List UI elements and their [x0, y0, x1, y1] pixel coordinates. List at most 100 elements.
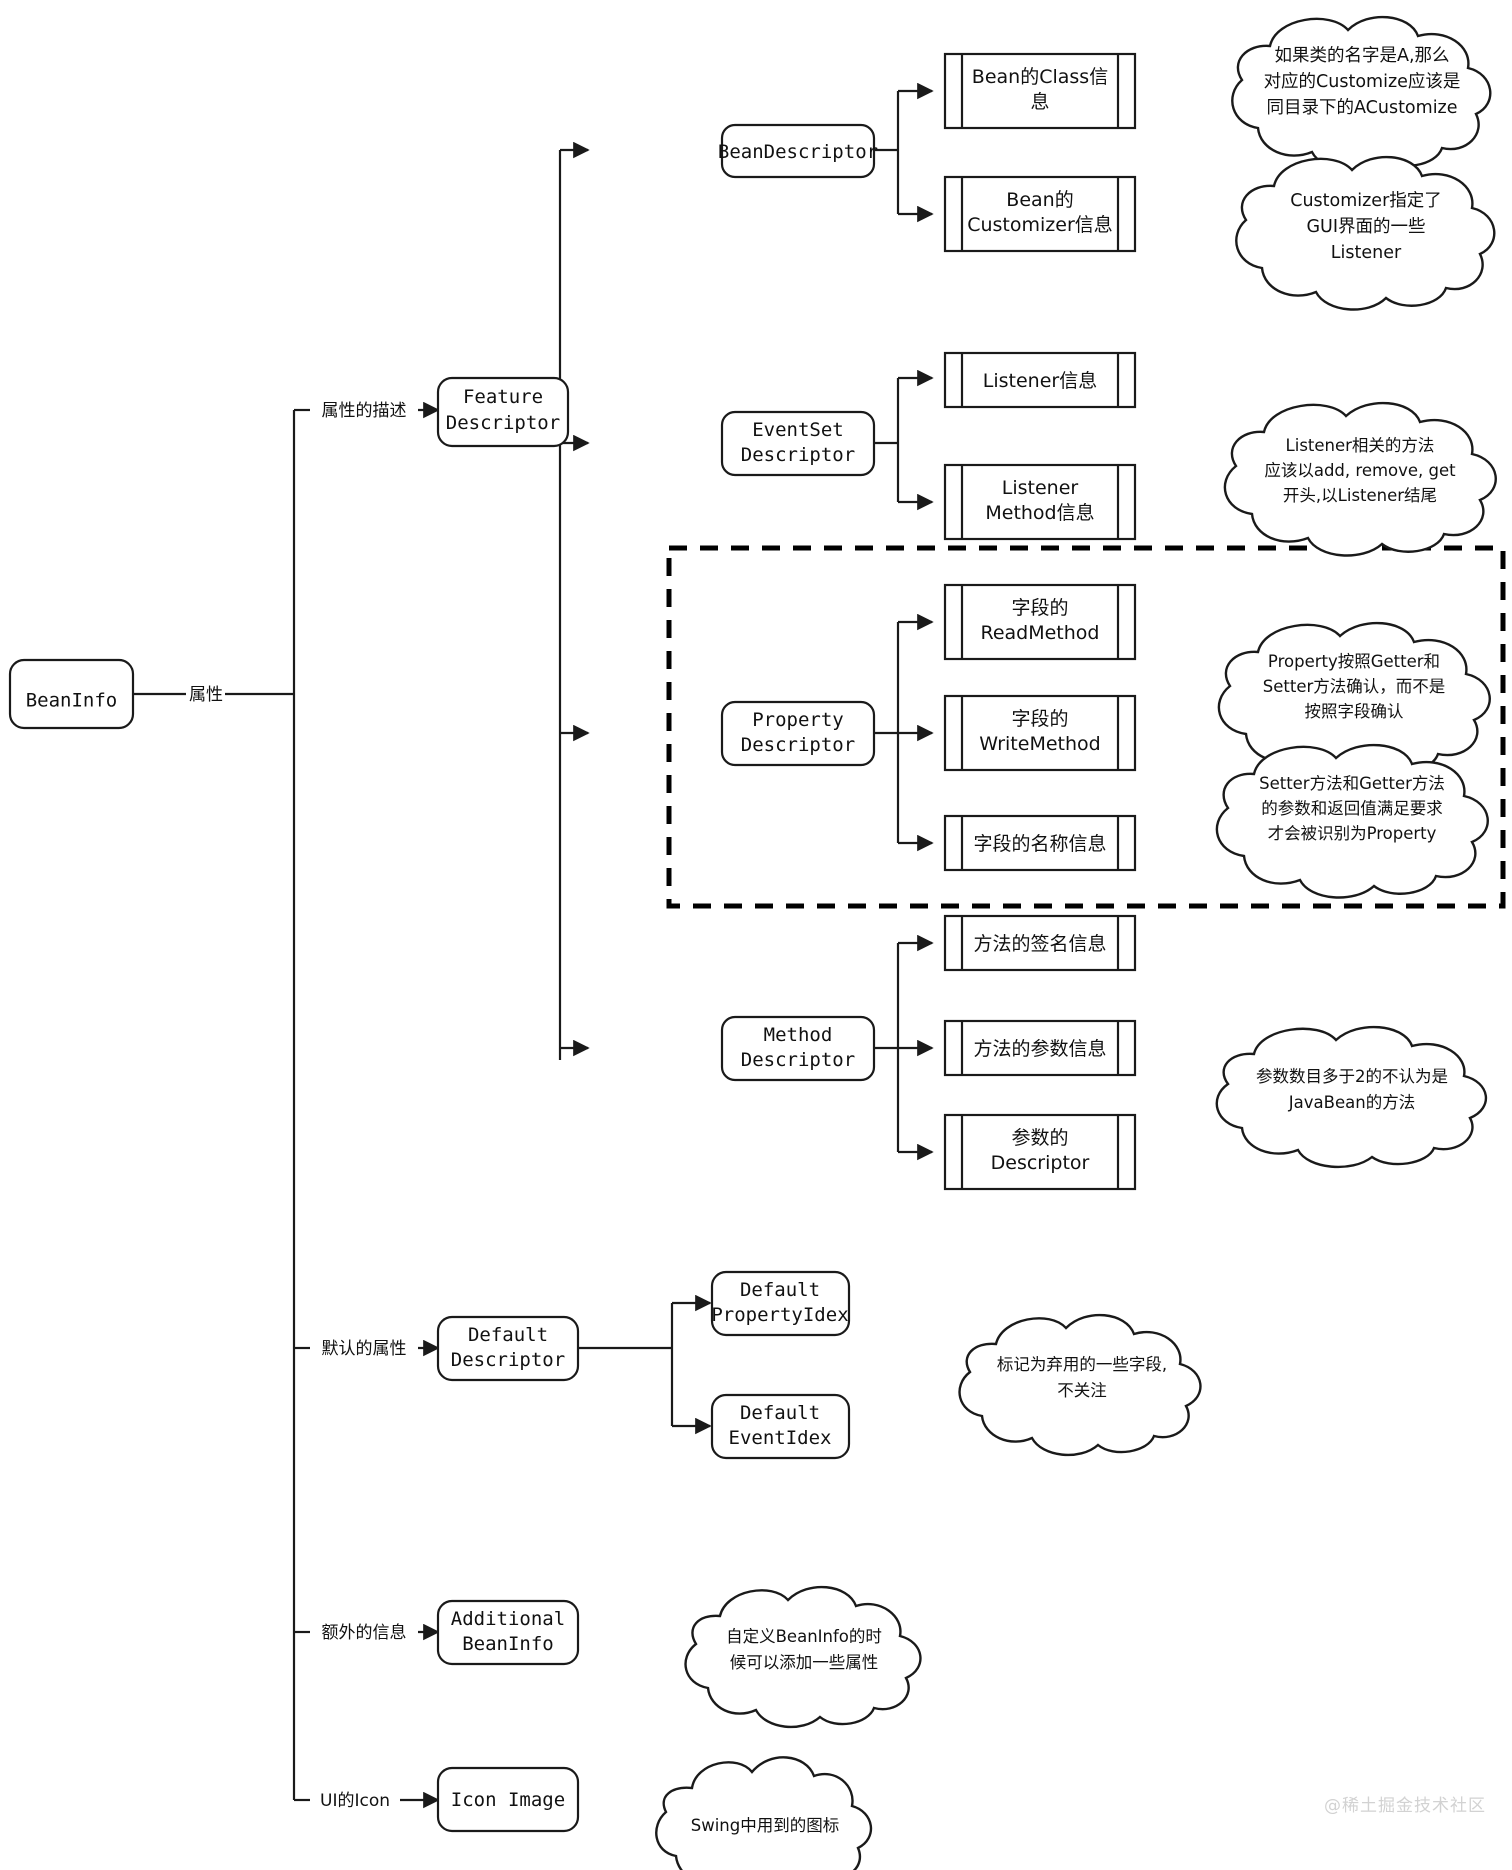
cloud-property-getter-setter-shape	[1217, 621, 1491, 777]
leaf-listener-method-info-shape	[943, 463, 1137, 541]
cloud-customizer-gui: Customizer指定了 GUI界面的一些 Listener	[1235, 155, 1496, 311]
node-default-descriptor[interactable]: Default Descriptor	[436, 1315, 580, 1382]
leaf-bean-class-info-shape	[943, 52, 1137, 130]
cloud-property-recognition-line-1: Setter方法和Getter方法	[1259, 774, 1445, 793]
leaf-listener-method-info[interactable]: Listener Method信息	[943, 463, 1137, 541]
leaf-field-name-info[interactable]: 字段的名称信息	[943, 814, 1137, 872]
leaf-listener-info[interactable]: Listener信息	[943, 351, 1137, 409]
cloud-customize-naming: 如果类的名字是A,那么 对应的Customize应该是 同目录下的ACustom…	[1231, 15, 1492, 171]
leaf-field-name-info-shape	[943, 814, 1137, 872]
node-property-descriptor[interactable]: Property Descriptor	[720, 700, 876, 767]
node-feature-descriptor-label-1: Feature	[463, 386, 543, 408]
cloud-javabean-param-limit-line-1: 参数数目多于2的不认为是	[1256, 1067, 1448, 1086]
cloud-swing-icons-shape	[655, 1756, 873, 1870]
leaf-param-descriptor[interactable]: 参数的 Descriptor	[943, 1113, 1137, 1191]
leaf-field-read-method-shape	[943, 583, 1137, 661]
leaf-field-write-method[interactable]: 字段的 WriteMethod	[943, 694, 1137, 772]
node-method-descriptor[interactable]: Method Descriptor	[720, 1015, 876, 1082]
cloud-swing-icons-label: Swing中用到的图标	[691, 1816, 839, 1835]
cloud-customizer-gui-line-2: GUI界面的一些	[1306, 217, 1425, 237]
edge-label-attribute: 属性	[189, 685, 223, 705]
edge-label-default-attr: 默认的属性	[322, 1339, 407, 1359]
leaf-bean-customizer-info[interactable]: Bean的 Customizer信息	[943, 175, 1137, 253]
nodes-group: BeanInfo Feature Descriptor BeanDescript…	[8, 123, 878, 1833]
leaf-method-param-info-label: 方法的参数信息	[973, 1038, 1106, 1060]
node-beaninfo-root[interactable]: BeanInfo	[8, 658, 135, 730]
node-bean-descriptor-label: BeanDescriptor	[718, 141, 878, 163]
node-eventset-descriptor-label-1: EventSet	[752, 419, 844, 441]
leaf-bean-customizer-info-label-2: Customizer信息	[967, 214, 1113, 236]
leaf-bean-class-info[interactable]: Bean的Class信 息	[943, 52, 1137, 130]
cloud-deprecated-fields-shape	[958, 1313, 1202, 1457]
leaf-listener-method-info-label-1: Listener	[1002, 477, 1079, 499]
node-property-descriptor-label-1: Property	[752, 709, 844, 731]
cloud-swing-icons: Swing中用到的图标	[655, 1756, 873, 1870]
node-default-descriptor-shape	[436, 1315, 580, 1382]
node-property-descriptor-shape	[720, 700, 876, 767]
cloud-listener-naming-shape	[1223, 401, 1497, 557]
leaf-field-write-method-shape	[943, 694, 1137, 772]
leaf-field-read-method-label-2: ReadMethod	[980, 622, 1099, 644]
leaf-method-signature-info-label: 方法的签名信息	[973, 933, 1106, 955]
cloud-deprecated-fields-line-1: 标记为弃用的一些字段,	[997, 1355, 1167, 1374]
node-beaninfo-shape	[8, 658, 135, 730]
node-bean-descriptor-shape	[720, 123, 876, 179]
node-default-property-idex-label-1: Default	[740, 1279, 820, 1301]
cloud-custom-beaninfo-shape	[684, 1585, 922, 1729]
node-default-event-idex[interactable]: Default EventIdex	[710, 1393, 851, 1460]
node-property-descriptor-label-2: Descriptor	[741, 734, 855, 756]
cloud-custom-beaninfo: 自定义BeanInfo的时 候可以添加一些属性	[684, 1585, 922, 1729]
node-bean-descriptor[interactable]: BeanDescriptor	[718, 123, 878, 179]
cloud-custom-beaninfo-line-2: 候可以添加一些属性	[730, 1653, 879, 1672]
edge-label-extra-info: 额外的信息	[322, 1623, 407, 1643]
cloud-property-getter-setter: Property按照Getter和 Setter方法确认，而不是 按照字段确认	[1217, 621, 1491, 777]
cloud-customize-naming-line-3: 同目录下的ACustomize	[1266, 98, 1457, 118]
cloud-property-getter-setter-line-3: 按照字段确认	[1305, 702, 1404, 721]
node-eventset-descriptor[interactable]: EventSet Descriptor	[720, 410, 876, 477]
node-eventset-descriptor-label-2: Descriptor	[741, 444, 855, 466]
edge-label-attribute-desc: 属性的描述	[322, 401, 407, 421]
cloud-customizer-gui-line-1: Customizer指定了	[1290, 191, 1442, 211]
leaf-bean-class-info-label-2: 息	[1030, 91, 1049, 113]
cloud-customizer-gui-shape	[1235, 155, 1496, 311]
leaf-bean-class-info-label-1: Bean的Class信	[972, 66, 1108, 88]
cloud-listener-naming: Listener相关的方法 应该以add, remove, get 开头,以Li…	[1223, 401, 1497, 557]
cloud-javabean-param-limit-shape	[1215, 1025, 1488, 1169]
leaf-method-signature-info-shape	[943, 914, 1137, 972]
cloud-listener-naming-line-3: 开头,以Listener结尾	[1283, 486, 1437, 505]
node-feature-descriptor-label-2: Descriptor	[446, 412, 560, 434]
cloud-listener-naming-line-1: Listener相关的方法	[1286, 436, 1435, 455]
node-method-descriptor-shape	[720, 1015, 876, 1082]
leaf-param-descriptor-label-1: 参数的	[1011, 1127, 1068, 1149]
cloud-property-recognition-line-3: 才会被识别为Property	[1268, 824, 1437, 843]
leaf-boxes-group: Bean的Class信 息 Bean的 Customizer信息 Listene…	[943, 52, 1137, 1191]
property-descriptor-highlight	[666, 545, 1506, 909]
leaf-listener-info-shape	[943, 351, 1137, 409]
cloud-property-recognition-line-2: 的参数和返回值满足要求	[1261, 799, 1443, 818]
leaf-method-signature-info[interactable]: 方法的签名信息	[943, 914, 1137, 972]
node-feature-descriptor-shape	[436, 376, 570, 448]
leaf-field-read-method-label-1: 字段的	[1011, 597, 1068, 619]
leaf-bean-customizer-info-label-1: Bean的	[1006, 189, 1073, 211]
node-additional-beaninfo-shape	[436, 1599, 580, 1666]
edges-group	[133, 82, 934, 1809]
cloud-listener-naming-line-2: 应该以add, remove, get	[1264, 461, 1456, 480]
node-default-property-idex[interactable]: Default PropertyIdex	[710, 1270, 851, 1337]
leaf-method-param-info-shape	[943, 1019, 1137, 1077]
edge-labels-group: 属性 属性的描述 默认的属性 额外的信息 UI的Icon	[189, 401, 407, 1811]
leaf-listener-info-label: Listener信息	[983, 370, 1097, 392]
leaf-param-descriptor-shape	[943, 1113, 1137, 1191]
leaf-field-read-method[interactable]: 字段的 ReadMethod	[943, 583, 1137, 661]
node-default-property-idex-label-2: PropertyIdex	[711, 1304, 848, 1326]
node-feature-descriptor[interactable]: Feature Descriptor	[436, 376, 570, 448]
cloud-customize-naming-line-2: 对应的Customize应该是	[1264, 72, 1461, 92]
cloud-deprecated-fields: 标记为弃用的一些字段, 不关注	[958, 1313, 1202, 1457]
node-additional-beaninfo[interactable]: Additional BeanInfo	[436, 1599, 580, 1666]
cloud-customize-naming-line-1: 如果类的名字是A,那么	[1274, 46, 1449, 66]
node-icon-image[interactable]: Icon Image	[436, 1766, 580, 1833]
cloud-customizer-gui-line-3: Listener	[1331, 243, 1402, 263]
cloud-property-recognition: Setter方法和Getter方法 的参数和返回值满足要求 才会被识别为Prop…	[1215, 743, 1489, 899]
leaf-method-param-info[interactable]: 方法的参数信息	[943, 1019, 1137, 1077]
